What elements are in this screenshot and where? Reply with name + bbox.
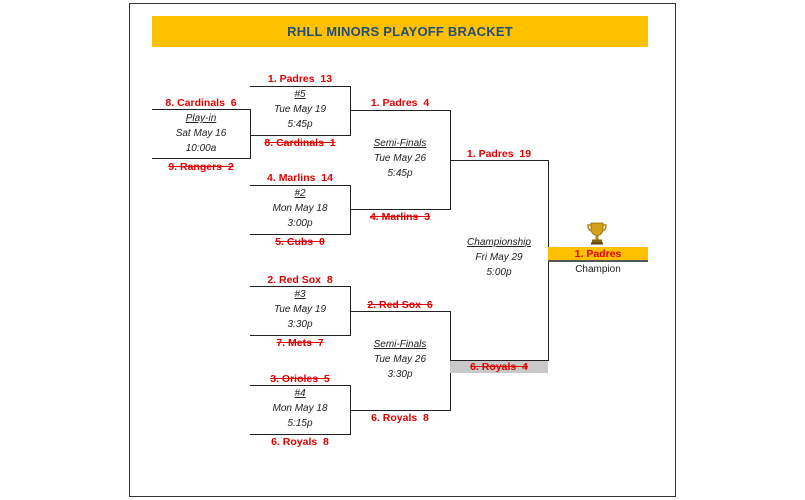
playin-connector [250,109,251,159]
game2-time: 3:00p [287,218,313,229]
semi2-bottom-line [350,410,450,411]
game4-bottom-team: 6. Royals 8 [271,436,329,448]
game5-bottom-line [250,135,350,136]
champion-label: Champion [575,264,621,275]
semi1-date: Tue May 26 [373,153,427,164]
semi1-bottom-line [350,209,450,210]
game2-top-line [250,185,350,186]
semi1-top-team: 1. Padres 4 [370,97,430,109]
game5-top-team: 1. Padres 13 [267,73,333,85]
final-time: 5:00p [486,267,512,278]
game2-date: Mon May 18 [272,203,328,214]
game2-info: #2 Mon May 18 3:00p [250,186,350,231]
game2-label: #2 [294,188,306,199]
game5-bottom-team: 8. Cardinals 1 [264,137,336,149]
semi1-bottom-team: 4. Marlins 3 [369,211,431,223]
playin-label: Play-in [185,113,217,124]
game4-top-team: 3. Orioles 5 [270,373,330,385]
final-info: Championship Fri May 29 5:00p [450,235,548,280]
final-top-team: 1. Padres 19 [466,148,532,160]
playin-bottom-team: 9. Rangers 2 [168,161,234,173]
game4-info: #4 Mon May 18 5:15p [250,386,350,431]
game2-top-team: 4. Marlins 14 [267,172,333,184]
game5-connector [350,86,351,136]
playin-time: 10:00a [185,143,217,154]
semi1-time: 5:45p [387,168,413,179]
game3-label: #3 [294,289,306,300]
semi2-date: Tue May 26 [373,354,427,365]
final-bottom-line [450,360,548,361]
final-date: Fri May 29 [475,252,523,263]
champion-box [548,247,648,262]
game4-label: #4 [294,388,306,399]
semi2-time: 3:30p [387,369,413,380]
game4-top-line [250,385,350,386]
game5-date: Tue May 19 [273,104,327,115]
playin-date: Sat May 16 [175,128,227,139]
game3-time: 3:30p [287,319,313,330]
game2-connector [350,185,351,235]
page-title: RHLL MINORS PLAYOFF BRACKET [152,16,648,47]
trophy-icon [586,221,608,245]
game3-bottom-line [250,335,350,336]
semi2-top-line [350,311,450,312]
game2-bottom-team: 5. Cubs 0 [275,236,325,248]
game5-top-line [250,86,350,87]
game5-info: #5 Tue May 19 5:45p [250,87,350,132]
game3-top-team: 2. Red Sox 8 [267,274,333,286]
champion-team: 1. Padres [574,248,622,260]
game3-bottom-team: 7. Mets 7 [276,337,324,349]
final-loser-box [450,360,548,373]
semi2-label: Semi-Finals [373,339,427,350]
playin-info: Play-in Sat May 16 10:00a [152,111,250,156]
final-bottom-team: 6. Royals 4 [470,361,528,373]
game4-time: 5:15p [287,418,313,429]
game5-time: 5:45p [287,119,313,130]
playin-top-line [152,109,250,110]
game4-bottom-line [250,434,350,435]
semi2-info: Semi-Finals Tue May 26 3:30p [350,337,450,382]
game5-label: #5 [294,89,306,100]
semi1-top-line [350,110,450,111]
semi2-bottom-team: 6. Royals 8 [371,412,429,424]
semi1-info: Semi-Finals Tue May 26 5:45p [350,136,450,181]
game4-date: Mon May 18 [272,403,328,414]
semi1-label: Semi-Finals [373,138,427,149]
final-label: Championship [467,237,531,248]
playin-top-team: 8. Cardinals 6 [165,97,237,109]
game3-top-line [250,286,350,287]
game3-date: Tue May 19 [273,304,327,315]
semi2-top-team: 2. Red Sox 6 [367,299,433,311]
game3-info: #3 Tue May 19 3:30p [250,287,350,332]
final-top-line [450,160,548,161]
playin-bottom-line [152,158,250,159]
game2-bottom-line [250,234,350,235]
